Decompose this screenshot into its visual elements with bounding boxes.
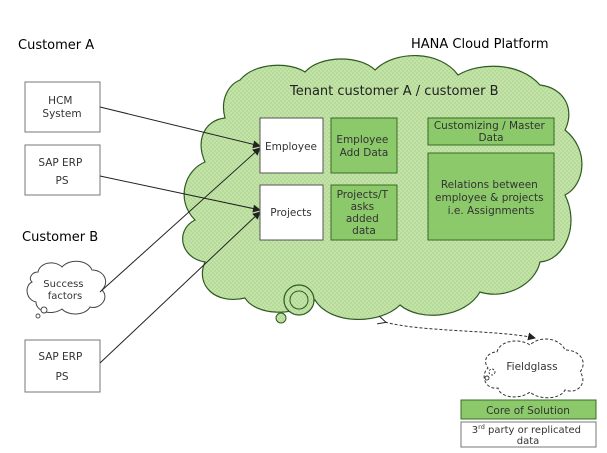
employee-box [259,117,324,174]
legend-core-label: Core of Solution [486,405,570,417]
projects-tasks-added-data-box [330,184,398,241]
projects-tasks-line4: data [352,225,376,237]
successfactors-to-employee-arrow [99,147,261,293]
legend-third-party-num: 3 [472,425,478,436]
sap-erp-ps-b-label: SAP ERP PS [38,351,85,383]
sap-erp-ps-b-line2: PS [56,371,69,383]
success-factors-label: Success factors [43,279,86,302]
success-factors-bubble-2 [35,313,41,319]
relations-assignments-box [427,152,555,241]
success-factors-line1: Success [43,279,83,290]
erp-a-to-projects-arrow [99,175,261,213]
customer-b-heading: Customer B [22,230,98,245]
cloud-bubble-small [275,312,287,324]
legend-core-swatch [460,399,597,420]
employee-add-data-label: Employee Add Data [336,134,391,159]
sap-erp-ps-a-line2: PS [56,175,69,187]
projects-tasks-line2: asks [351,201,374,213]
tenant-title: Tenant customer A / customer B [289,84,499,99]
fieldglass-cloud [483,338,584,399]
success-factors-bubble-1 [40,306,48,314]
sap-erp-ps-a-line1: SAP ERP [38,157,82,169]
platform-heading: HANA Cloud Platform [411,37,549,52]
fieldglass-label: Fieldglass [506,361,557,373]
relations-line2: employee & projects [435,192,544,204]
relations-assignments-label: Relations between employee & projects i.… [435,179,547,217]
hcm-system-line2: System [42,108,81,120]
cloud-bubble-medium [289,290,309,310]
employee-add-data-line1: Employee [336,134,388,146]
employee-add-data-box [330,117,398,174]
sap-erp-ps-b-box [24,339,101,393]
legend-third-party-label: 3rd party or replicated data [472,423,584,447]
hcm-to-employee-arrow [99,106,261,149]
legend-third-party-sup: rd [478,423,485,431]
hcm-system-label: HCM System [42,95,81,120]
projects-tasks-added-data-label: Projects/T asks added data [337,189,392,237]
projects-tasks-line1: Projects/T [337,189,389,201]
employee-add-data-line2: Add Data [340,147,389,159]
employee-label: Employee [265,141,317,153]
customizing-master-data-box [427,117,555,146]
success-factors-cloud [26,260,107,315]
projects-tasks-line3: added [346,213,379,225]
sap-erp-ps-b-line1: SAP ERP [38,351,82,363]
customizing-line1: Customizing / Master [434,120,546,132]
projects-box [259,184,324,241]
erp-b-to-projects-arrow [99,211,261,364]
customer-a-heading: Customer A [18,38,94,53]
sap-erp-ps-a-box [24,144,101,196]
customizing-line2: Data [478,132,503,144]
legend-third-party-swatch [460,421,597,448]
hcm-system-box [24,81,101,133]
relations-line3: i.e. Assignments [448,205,535,217]
projects-label: Projects [270,207,311,219]
fieldglass-bubble-1 [488,368,496,376]
fieldglass-connection [385,322,535,338]
legend-third-party-line2: data [517,436,540,447]
success-factors-line2: factors [48,291,83,302]
cloud-bubble-large [283,284,315,316]
sap-erp-ps-a-label: SAP ERP PS [38,157,85,187]
hcm-system-line1: HCM [48,95,72,107]
legend-third-party-rest: party or replicated [485,425,581,436]
customizing-master-data-label: Customizing / Master Data [434,120,548,144]
relations-line1: Relations between [441,179,538,191]
fieldglass-bubble-2 [484,375,490,381]
